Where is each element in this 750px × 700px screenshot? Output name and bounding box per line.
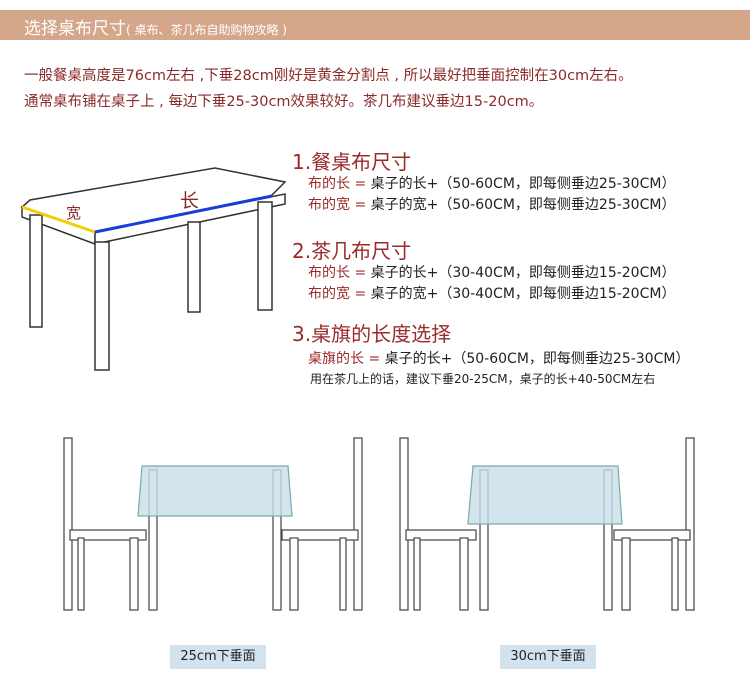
intro-line-1: 一般餐桌高度是76cm左右 ,下垂28cm刚好是黄金分割点 , 所以最好把垂面控… [24,68,633,84]
header-title: 选择桌布尺寸( 桌布、茶几布自助购物攻略 ) [24,19,287,39]
table-illustration [20,167,287,371]
length-label: 长 [180,190,200,212]
section-2-title: 2.茶几布尺寸 [292,239,412,263]
caption-30cm: 30cm下垂面 [500,645,596,669]
section-2-line-2: 布的宽 = 桌子的宽+（30-40CM，即每侧垂边15-20CM） [308,286,676,302]
section-1-title: 1.餐桌布尺寸 [292,150,412,174]
section-3-title: 3.桌旗的长度选择 [292,322,452,346]
intro-line-2: 通常桌布铺在桌子上 , 每边下垂25-30cm效果较好。茶几布建议垂边15-20… [24,94,544,110]
section-2-line-1: 布的长 = 桌子的长+（30-40CM，即每侧垂边15-20CM） [308,265,676,281]
header-bar: 选择桌布尺寸( 桌布、茶几布自助购物攻略 ) [0,10,750,40]
section-3-line-1: 桌旗的长 = 桌子的长+（50-60CM，即每侧垂边25-30CM） [308,351,690,367]
section-1-line-2: 布的宽 = 桌子的宽+（50-60CM，即每侧垂边25-30CM） [308,197,676,213]
scene-30cm [399,437,695,611]
width-label: 宽 [66,204,82,222]
section-1-line-1: 布的长 = 桌子的长+（50-60CM，即每侧垂边25-30CM） [308,176,676,192]
section-3-note: 用在茶几上的话，建议下垂20-25CM，桌子的长+40-50CM左右 [310,372,656,386]
header-subtitle: ( 桌布、茶几布自助购物攻略 ) [126,23,287,37]
scene-25cm [63,437,363,611]
caption-25cm: 25cm下垂面 [170,645,266,669]
